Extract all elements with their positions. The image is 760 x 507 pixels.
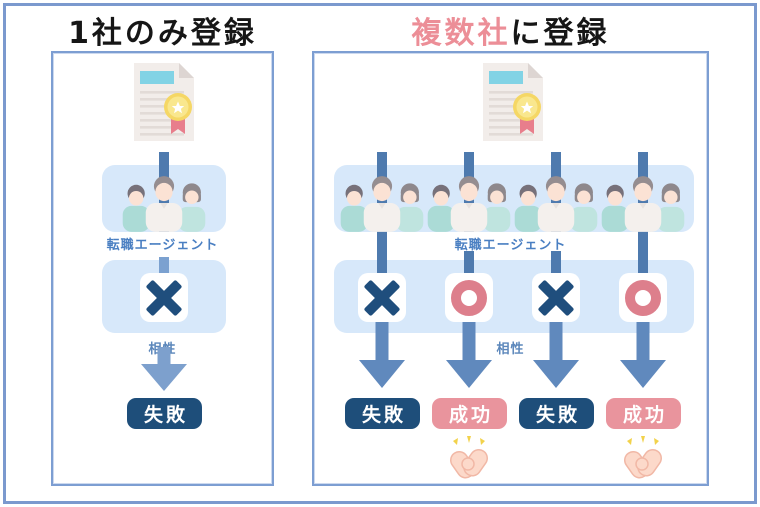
arrow-down-icon [141,347,187,391]
left-panel-title: 1社のみ登録 [68,16,257,51]
agent-label: 転職エージェント [454,238,567,253]
people-group-icon [514,176,598,232]
result-badge-fail: 失敗 [519,398,594,429]
cross-icon [538,280,574,316]
single-registration-panel: 転職エージェント 相性 失敗 [51,51,274,486]
right-panel-title: 複数社に登録 [312,8,709,52]
agent-label-pill [445,232,579,251]
arrow-down-icon [620,322,666,388]
multi-registration-panel: 転職エージェント 相性 失敗 成功 失敗 成功 [312,51,709,486]
agent-label: 転職エージェント [106,238,219,253]
result-badge-success: 成功 [432,398,507,429]
mark-tile [445,273,493,322]
right-title-rest: に登録 [510,16,610,51]
people-group-icon [122,176,206,232]
arrow-down-icon [533,322,579,388]
result-badge-success: 成功 [606,398,681,429]
arrow-down-icon [446,322,492,388]
circle-icon [451,279,487,316]
clapping-hands-icon [620,435,666,482]
result-badge-fail: 失敗 [127,398,202,429]
circle-icon [625,279,661,316]
mark-tile [619,273,667,322]
cross-icon [146,280,182,316]
mark-tile [532,273,580,322]
certificate-document-icon [134,63,194,141]
compatibility-label: 相性 [496,342,525,357]
clapping-hands-icon [446,435,492,482]
flow-stem [159,257,169,275]
result-badge-fail: 失敗 [345,398,420,429]
right-title-highlight: 複数社 [411,16,511,51]
cross-icon [364,280,400,316]
mark-tile [140,273,188,322]
certificate-document-icon [483,63,543,141]
people-group-icon [601,176,685,232]
people-group-icon [427,176,511,232]
arrow-down-icon [359,322,405,388]
people-group-icon [340,176,424,232]
mark-tile [358,273,406,322]
